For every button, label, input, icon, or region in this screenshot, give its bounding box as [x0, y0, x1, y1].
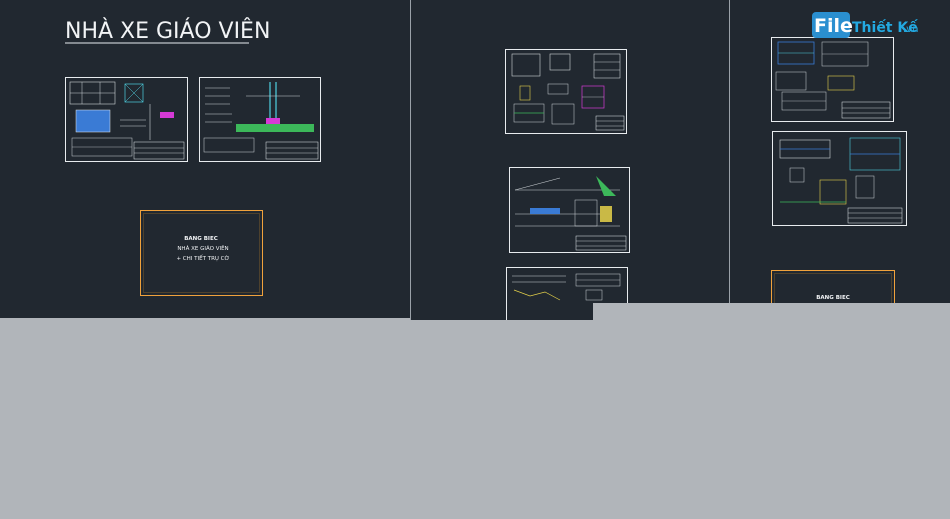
- sheet-a[interactable]: [65, 77, 188, 162]
- cover-sheet-line-1: NHÀ XE GIÁO VIÊN: [177, 244, 228, 252]
- logo-file-text: File: [814, 15, 853, 37]
- canvas-unpainted-area-left: [0, 320, 593, 519]
- sheet-g[interactable]: [772, 131, 907, 226]
- logo-thiet-ke-text: Thiết Kế: [852, 19, 918, 36]
- cover-sheet-2-header: BANG BIEC: [816, 295, 850, 301]
- panel-right: [730, 0, 950, 303]
- cover-sheet[interactable]: BANG BIEC NHÀ XE GIÁO VIÊN + CHI TIẾT TR…: [140, 210, 263, 296]
- cover-sheet-line-2: + CHI TIẾT TRỤ CỜ: [176, 254, 229, 262]
- drawing-title: NHÀ XE GIÁO VIÊN: [65, 18, 270, 44]
- panel-left: [0, 0, 410, 318]
- sheet-c[interactable]: [505, 49, 627, 134]
- filethietke-watermark-logo: File Thiết Kế .vn: [812, 12, 918, 38]
- cover-sheet-header: BANG BIEC: [184, 236, 218, 242]
- panel-middle: [411, 0, 729, 320]
- sheet-d[interactable]: [509, 167, 630, 253]
- sheet-b[interactable]: [199, 77, 321, 162]
- canvas-unpainted-area: [593, 303, 950, 519]
- canvas-unpainted-strip: [0, 318, 410, 320]
- logo-domain-text: .vn: [903, 24, 918, 35]
